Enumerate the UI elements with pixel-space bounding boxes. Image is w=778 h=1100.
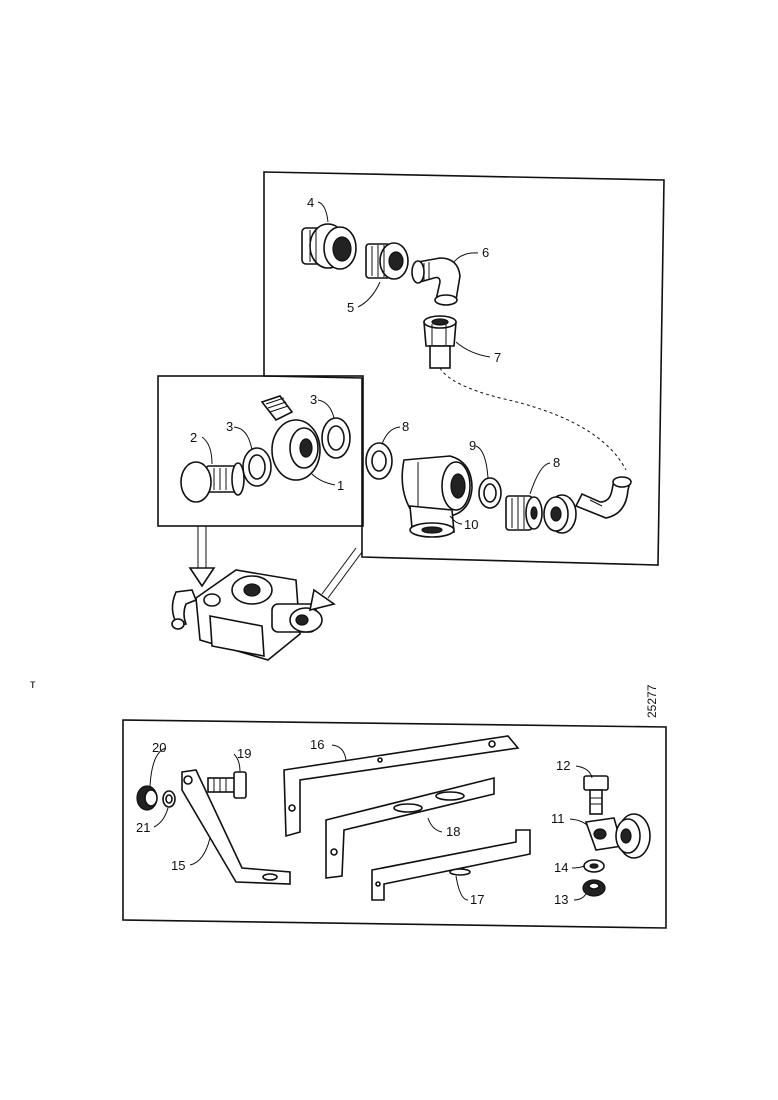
part-1-banjo bbox=[260, 395, 321, 481]
part-14-washer bbox=[583, 859, 605, 873]
part-16-bracket bbox=[283, 735, 520, 838]
callout-19: 19 bbox=[237, 746, 251, 761]
part-17-bracket bbox=[371, 829, 531, 901]
part-7-fitting bbox=[423, 315, 457, 369]
part-8-threaded-connector bbox=[505, 495, 543, 531]
part-15-bracket bbox=[181, 769, 291, 885]
leader-lines bbox=[149, 201, 593, 901]
callout-2: 2 bbox=[190, 430, 197, 445]
callout-5: 5 bbox=[347, 300, 354, 315]
assembly-arrow-left bbox=[188, 526, 216, 588]
part-9-washer bbox=[478, 477, 502, 509]
hose-dashed-line bbox=[439, 367, 627, 471]
callout-14: 14 bbox=[554, 860, 568, 875]
part-2-cap-plug bbox=[180, 461, 245, 503]
part-8-nut-right bbox=[543, 494, 577, 534]
callout-3-left: 3 bbox=[226, 419, 233, 434]
assembly-arrow-right bbox=[308, 547, 363, 612]
callout-6: 6 bbox=[482, 245, 489, 260]
part-11-mount bbox=[584, 813, 651, 859]
callout-7: 7 bbox=[494, 350, 501, 365]
callout-17: 17 bbox=[470, 892, 484, 907]
part-19-bolt bbox=[207, 771, 247, 799]
stray-mark: т bbox=[30, 677, 36, 691]
callout-1: 1 bbox=[337, 478, 344, 493]
callout-21: 21 bbox=[136, 820, 150, 835]
callout-18: 18 bbox=[446, 824, 460, 839]
callout-13: 13 bbox=[554, 892, 568, 907]
callout-8-left: 8 bbox=[402, 419, 409, 434]
callout-3-right: 3 bbox=[310, 392, 317, 407]
callout-8-right: 8 bbox=[553, 455, 560, 470]
callout-11: 11 bbox=[551, 811, 565, 826]
pump-assembly bbox=[171, 569, 323, 661]
part-5-threaded-nut bbox=[365, 242, 409, 280]
part-18-bracket bbox=[325, 776, 495, 879]
reference-number: 25277 bbox=[645, 684, 659, 718]
part-20-nut bbox=[136, 785, 158, 811]
left-inset-frame bbox=[157, 375, 364, 527]
part-4-union-nut bbox=[301, 223, 357, 270]
part-3-washer-inset-left bbox=[242, 447, 272, 487]
callout-9: 9 bbox=[469, 438, 476, 453]
callout-12: 12 bbox=[556, 758, 570, 773]
lower-frame bbox=[122, 719, 667, 929]
part-8-washer-left bbox=[365, 442, 393, 480]
callout-4: 4 bbox=[307, 195, 314, 210]
callouts-upper: 4 5 6 7 8 9 8 10 3 3 2 1 bbox=[190, 195, 560, 532]
part-13-nut bbox=[582, 879, 606, 897]
callout-10: 10 bbox=[464, 517, 478, 532]
part-10-tee-body bbox=[401, 455, 473, 538]
part-3-washer-inset-right bbox=[321, 417, 351, 459]
part-12-bolt bbox=[583, 775, 609, 815]
part-6-elbow bbox=[411, 257, 461, 306]
callout-15: 15 bbox=[171, 858, 185, 873]
callout-20: 20 bbox=[152, 740, 166, 755]
callout-16: 16 bbox=[310, 737, 324, 752]
part-21-washer bbox=[162, 790, 176, 808]
callouts-lower: 20 21 19 15 16 18 17 12 11 14 13 bbox=[136, 737, 570, 907]
hose bbox=[574, 476, 632, 519]
